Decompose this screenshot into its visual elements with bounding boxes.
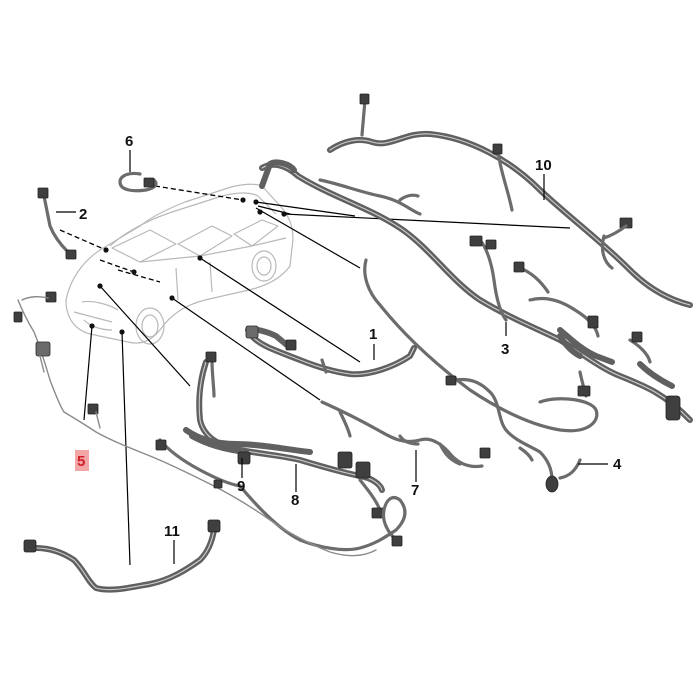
callout-11: 11 bbox=[164, 523, 180, 540]
callout-4: 4 bbox=[613, 456, 622, 473]
callout-3: 3 bbox=[501, 341, 509, 358]
harness-part-2 bbox=[37, 187, 77, 260]
callout-9: 9 bbox=[237, 478, 245, 495]
callout-8: 8 bbox=[291, 492, 299, 509]
harness-part-7 bbox=[320, 400, 491, 469]
harness-part-5 bbox=[13, 291, 377, 557]
harness-part-11 bbox=[23, 519, 221, 593]
harness-part-1 bbox=[245, 325, 417, 378]
harness-part-6 bbox=[118, 171, 158, 193]
harness-part-9 bbox=[183, 351, 385, 519]
leader-dots bbox=[89, 197, 287, 335]
callout-10: 10 bbox=[535, 157, 552, 174]
callout-7: 7 bbox=[411, 482, 419, 499]
leader-lines bbox=[59, 185, 571, 566]
callout-1: 1 bbox=[369, 326, 377, 343]
callout-leaders bbox=[56, 150, 608, 564]
car-outline bbox=[65, 183, 294, 345]
callout-5: 5 bbox=[77, 453, 85, 470]
harness-part-8 bbox=[158, 438, 407, 552]
harness-part-3 bbox=[259, 159, 693, 423]
harness-part-4 bbox=[363, 258, 599, 493]
callout-2: 2 bbox=[79, 206, 87, 223]
harness-part-10 bbox=[327, 93, 693, 308]
callout-labels: 1 2 3 4 5 6 7 8 9 10 11 bbox=[75, 133, 622, 540]
callout-6: 6 bbox=[125, 133, 133, 150]
callout-5-highlight bbox=[75, 450, 89, 471]
